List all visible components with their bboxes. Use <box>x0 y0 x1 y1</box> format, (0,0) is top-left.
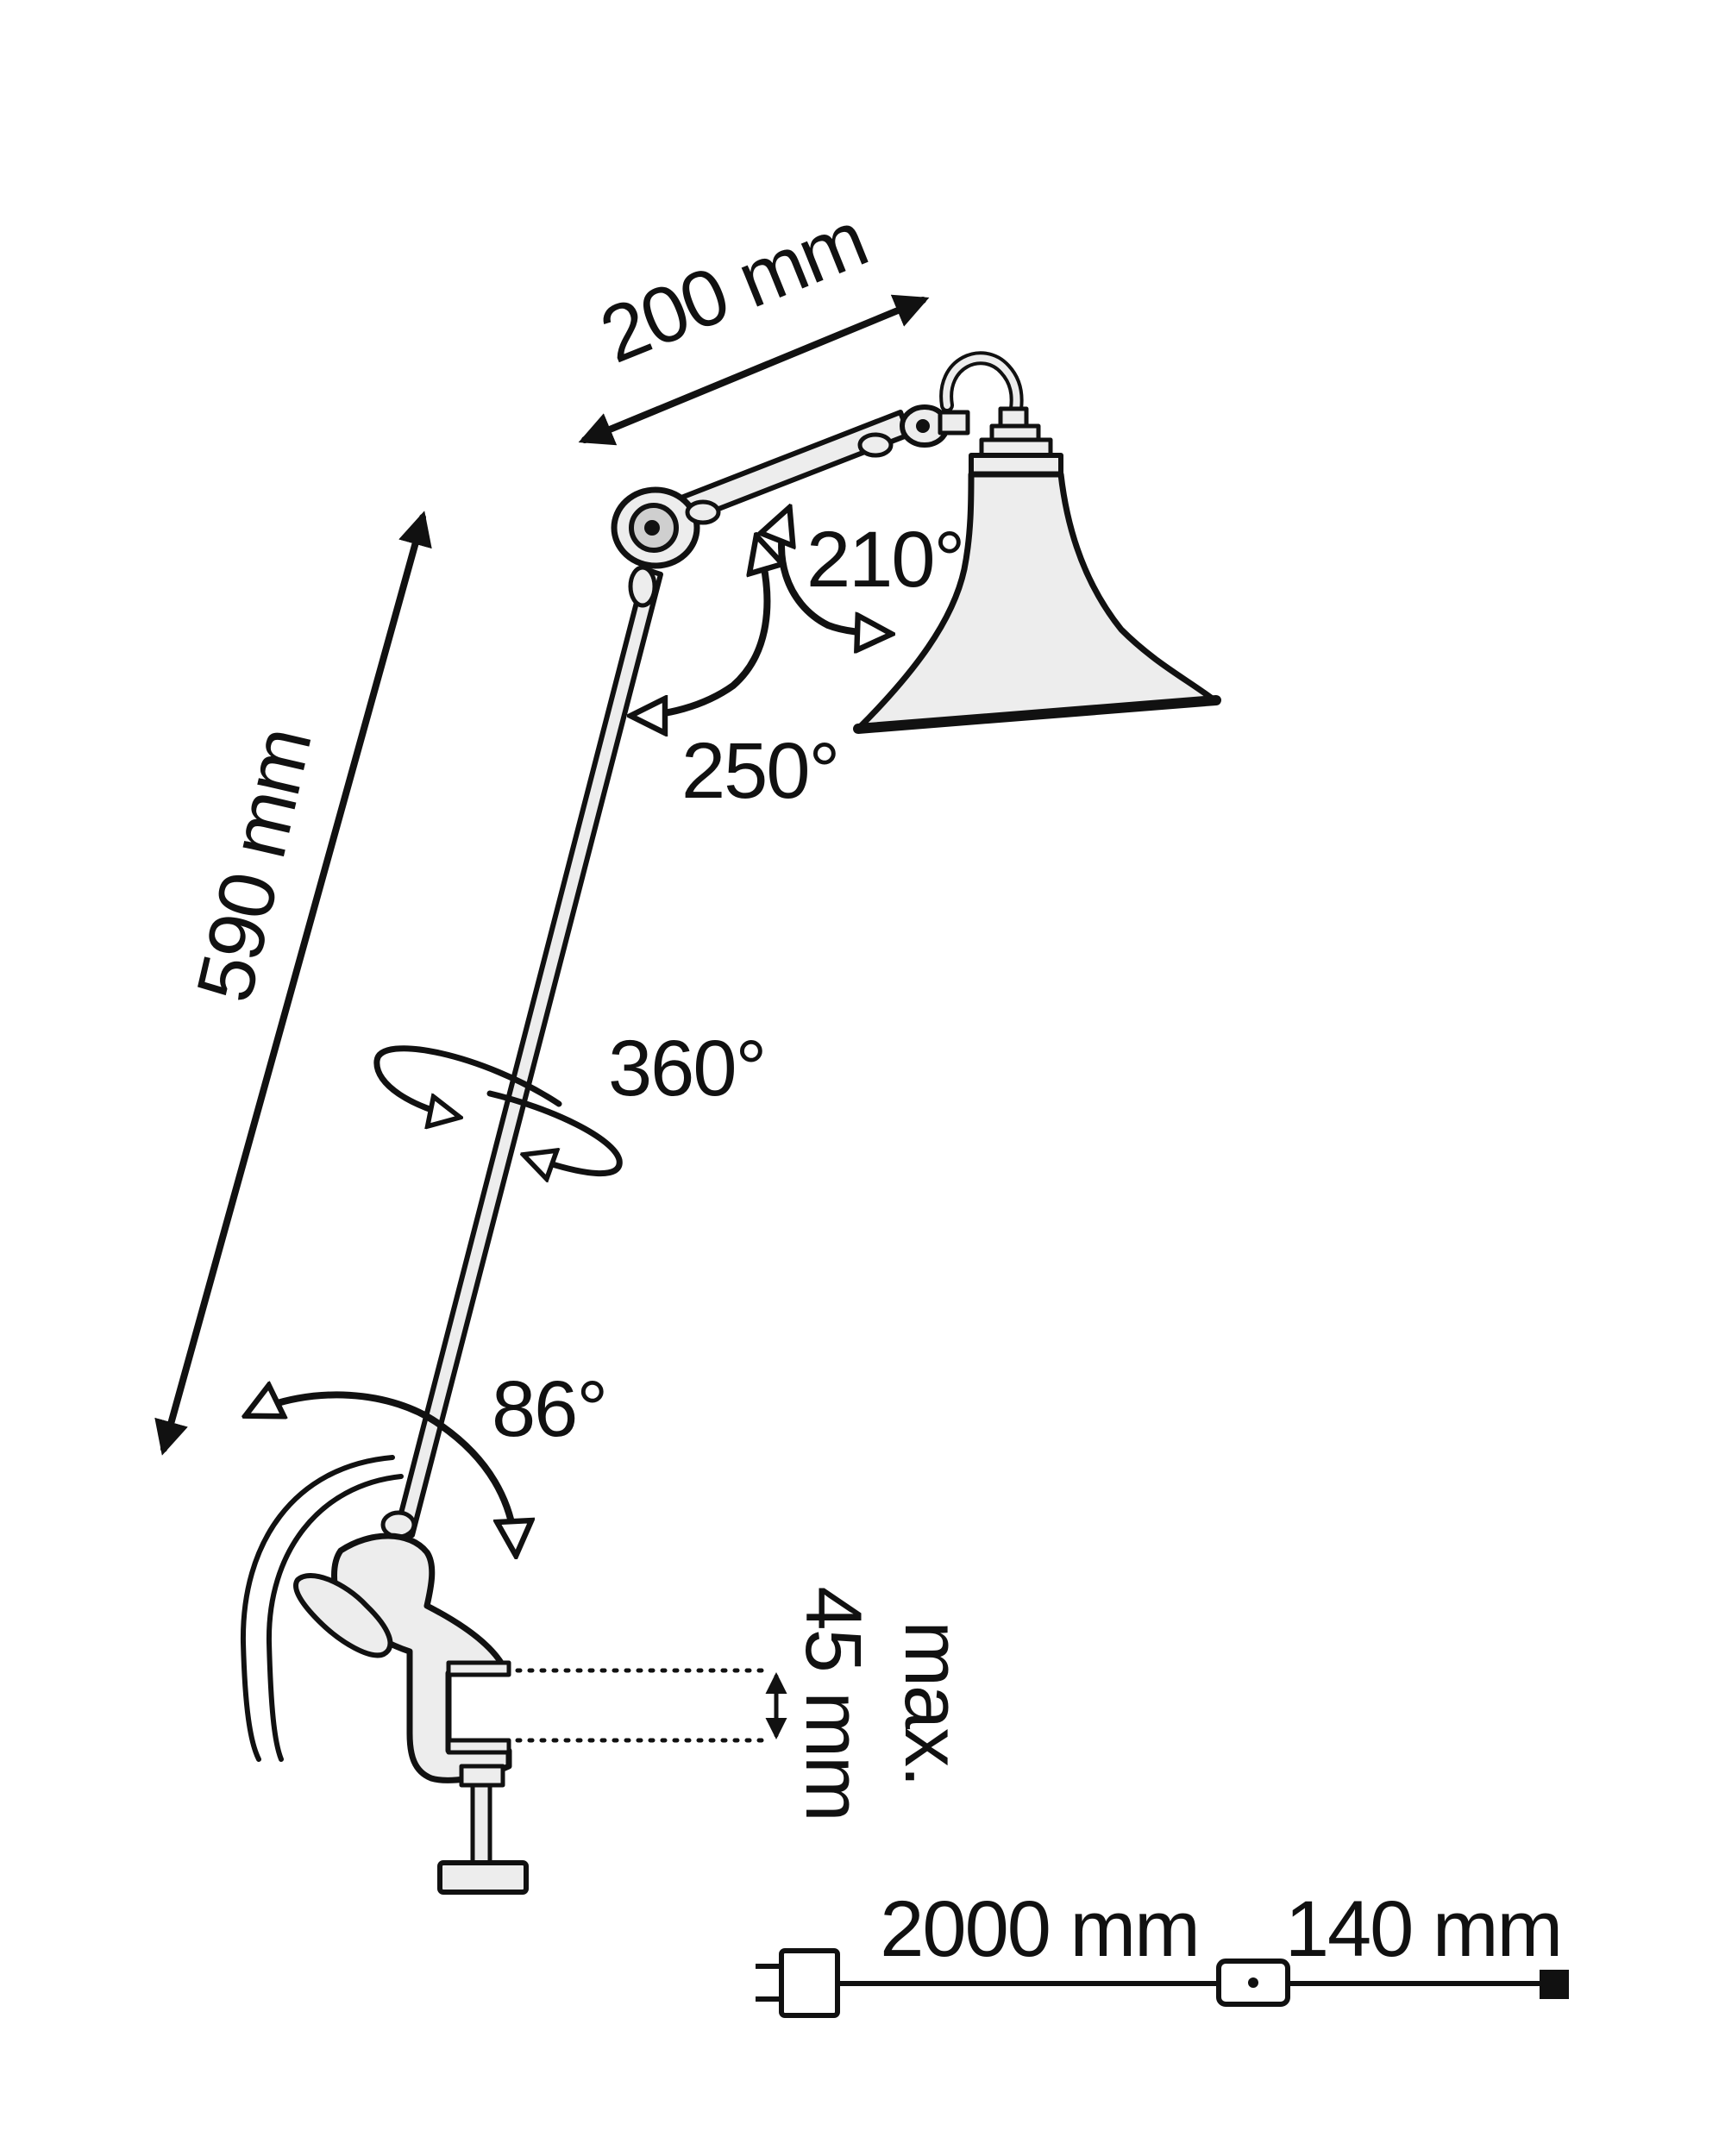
cable-end-icon <box>1540 1970 1569 1999</box>
angle-elbow-arrow <box>634 539 767 716</box>
clamp-size-label: 45 mm <box>789 1586 877 1820</box>
clamp-max-label: max. <box>888 1620 976 1785</box>
clamp-knob <box>293 1573 393 1658</box>
clamp-screw <box>470 1783 492 1865</box>
plug-icon <box>779 1948 840 2018</box>
arm-upper-dimension-arrow <box>578 294 930 446</box>
clamp-top-pad <box>446 1660 511 1677</box>
cable-schematic <box>756 1948 1569 2018</box>
rotation-arrow <box>373 1045 562 1117</box>
elbow-screw <box>644 520 660 536</box>
shade-knuckle-screw <box>916 419 930 433</box>
socket-top <box>998 406 1029 429</box>
angle-shade-label: 210° <box>806 516 963 604</box>
angle-base-label: 86° <box>492 1365 606 1453</box>
elbow-joint <box>611 486 721 608</box>
cable-length-label: 2000 mm <box>880 1885 1199 1973</box>
elbow-lower-link <box>628 565 657 608</box>
angle-base-arrow <box>248 1395 516 1552</box>
shade-bracket-block <box>938 410 970 436</box>
inline-switch-dot <box>1248 1977 1258 1988</box>
rotation-arrow-lower <box>486 1090 623 1174</box>
clamp-assembly <box>293 1510 529 1895</box>
arm-lower-dimension-arrow <box>154 511 432 1456</box>
arm-lower-length-label: 590 mm <box>180 720 328 1009</box>
clamp-screw-plate <box>437 1860 529 1895</box>
clamp-lower-pad <box>446 1738 511 1755</box>
rotation-label: 360° <box>608 1025 765 1112</box>
angle-elbow-label: 250° <box>681 727 838 815</box>
cable-tail-label: 140 mm <box>1285 1885 1561 1973</box>
shade-joint <box>857 351 1063 477</box>
arm-upper-length-label: 200 mm <box>589 195 878 380</box>
shade-link <box>857 432 894 458</box>
lamp-shade-rim <box>853 695 1221 734</box>
elbow-link <box>685 499 721 525</box>
clamp-screw-collar <box>459 1764 505 1788</box>
